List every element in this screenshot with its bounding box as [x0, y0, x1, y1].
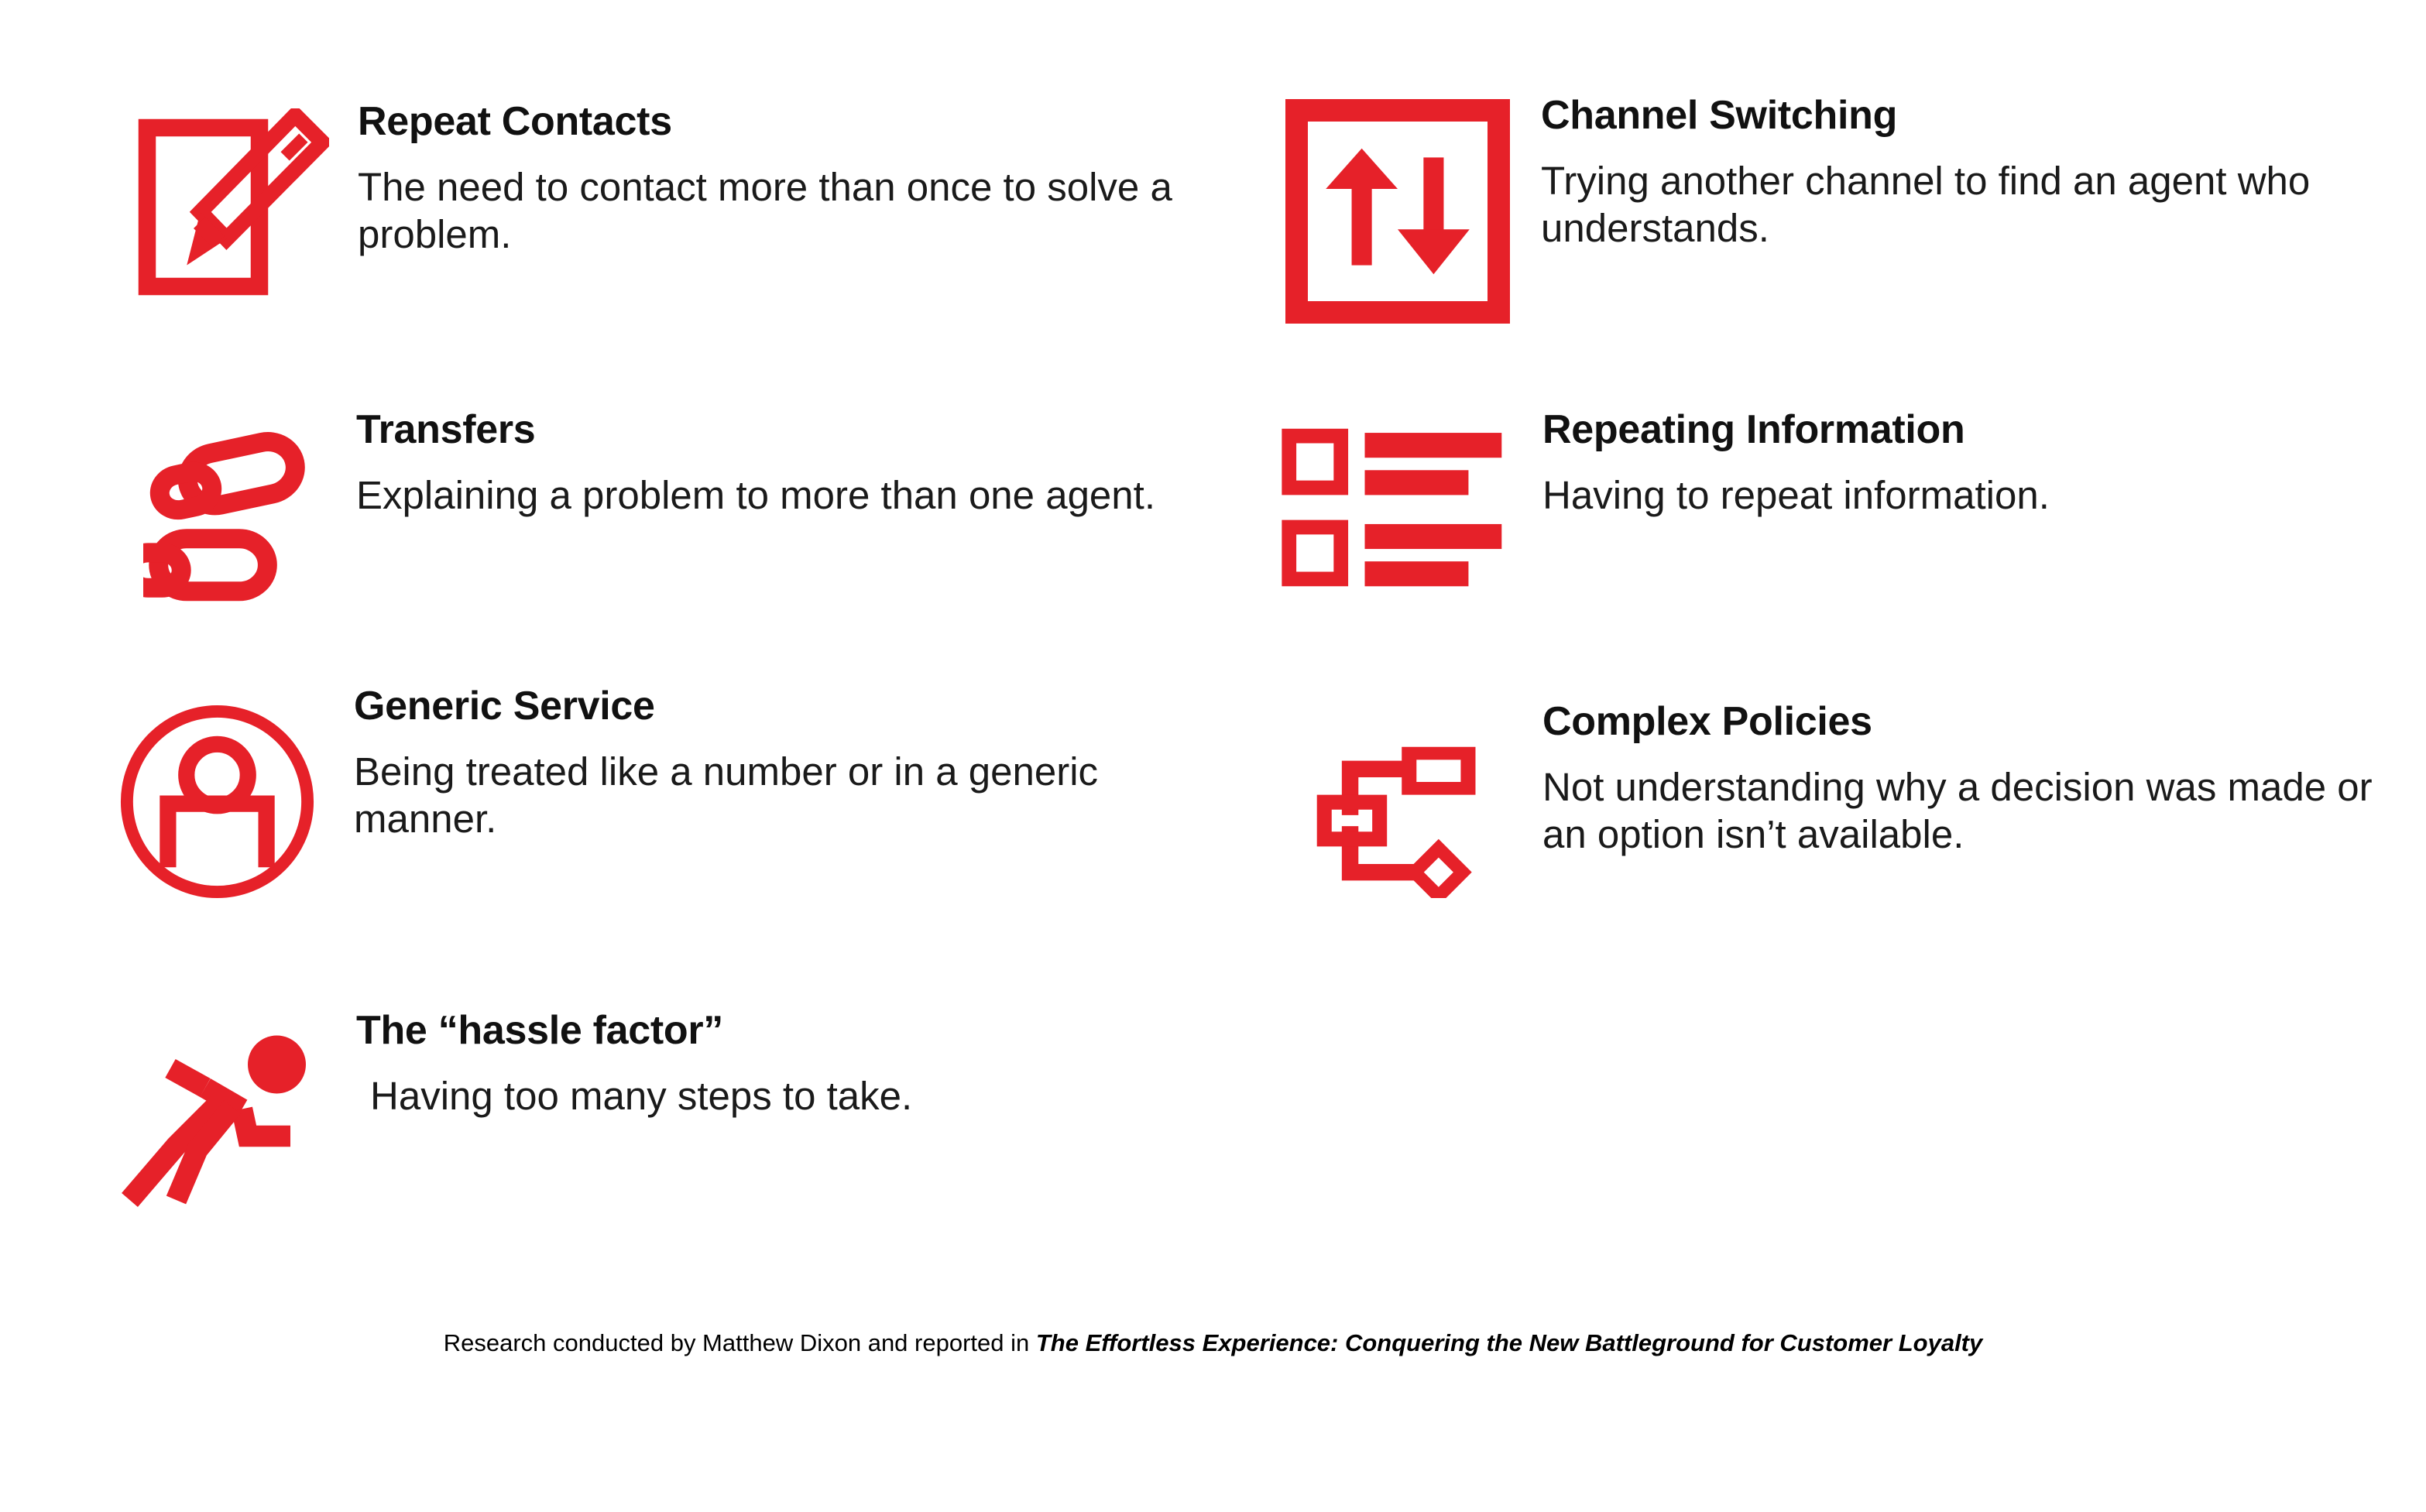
item-title: Repeating Information [1542, 407, 1965, 452]
footprints-icon [143, 423, 321, 612]
text-container: Repeat Contacts The need to contact more… [348, 99, 1239, 258]
document-pencil-icon [136, 108, 329, 302]
item-repeat-contacts: Repeat Contacts The need to contact more… [116, 99, 1239, 302]
item-repeating-information: Repeating Information Having to repeat i… [1262, 409, 2408, 591]
icon-container [1262, 409, 1525, 591]
citation: Research conducted by Matthew Dixon and … [0, 1324, 2426, 1363]
item-description: Trying another channel to find an agent … [1541, 158, 2311, 250]
item-transfers: Transfers Explaining a problem to more t… [116, 409, 1239, 612]
item-hassle-factor: The “hassle factor” Having too many step… [85, 1006, 1239, 1208]
icon-container [116, 99, 348, 302]
icon-container [89, 685, 345, 904]
flowchart-nodes-icon [1309, 743, 1502, 898]
icon-container [116, 409, 348, 612]
item-title: Repeat Contacts [358, 99, 672, 144]
citation-prefix: Research conducted by Matthew Dixon and … [443, 1329, 1036, 1356]
citation-book-title: The Effortless Experience: Conquering th… [1035, 1329, 1983, 1356]
up-down-arrows-in-box-icon [1285, 99, 1510, 324]
item-channel-switching: Channel Switching Trying another channel… [1270, 91, 2400, 324]
item-title: The “hassle factor” [356, 1008, 724, 1053]
item-title: Transfers [356, 407, 536, 452]
icon-container [85, 1006, 348, 1208]
icon-container [1278, 701, 1533, 898]
person-in-circle-icon [115, 699, 320, 904]
item-title: Complex Policies [1542, 699, 1872, 744]
text-container: Repeating Information Having to repeat i… [1525, 409, 2408, 519]
item-title: Channel Switching [1541, 93, 1898, 138]
icon-container [1270, 91, 1525, 324]
text-container: Generic Service Being treated like a num… [345, 685, 1235, 842]
running-person-icon [112, 1022, 321, 1208]
item-complex-policies: Complex Policies Not understanding why a… [1278, 701, 2408, 898]
item-generic-service: Generic Service Being treated like a num… [89, 685, 1235, 904]
item-description: Being treated like a number or in a gene… [354, 749, 1099, 841]
text-container: Complex Policies Not understanding why a… [1533, 701, 2408, 858]
text-container: Transfers Explaining a problem to more t… [348, 409, 1239, 519]
item-description: Having too many steps to take. [370, 1073, 913, 1118]
item-description: The need to contact more than once to so… [358, 164, 1172, 256]
item-title: Generic Service [354, 684, 655, 729]
text-container: The “hassle factor” Having too many step… [348, 1006, 1239, 1119]
item-description: Explaining a problem to more than one ag… [356, 472, 1156, 517]
text-container: Channel Switching Trying another channel… [1525, 91, 2400, 252]
item-description: Having to repeat information. [1542, 472, 2050, 517]
list-rows-icon [1278, 424, 1510, 591]
item-description: Not understanding why a decision was mad… [1542, 764, 2373, 856]
